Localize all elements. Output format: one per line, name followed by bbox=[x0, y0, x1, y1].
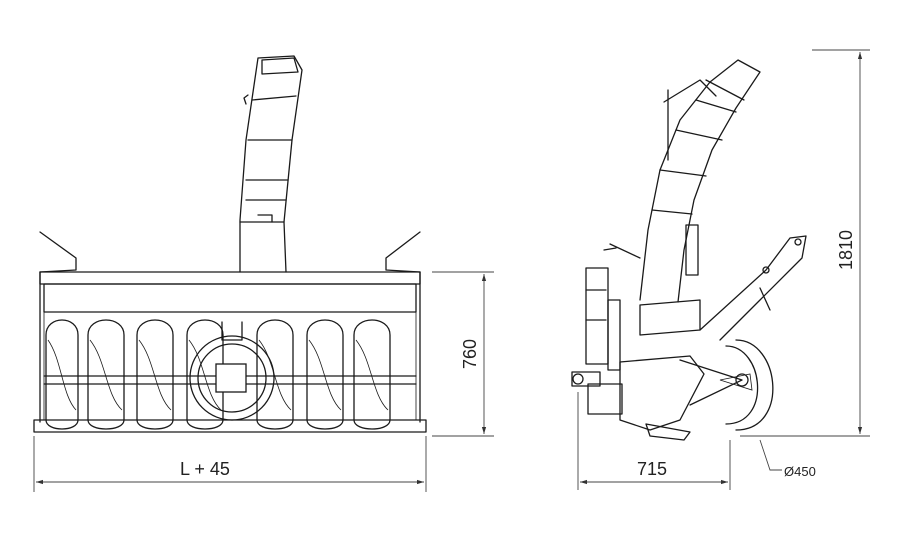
side-chute bbox=[603, 59, 761, 303]
front-housing bbox=[33, 231, 427, 433]
auger-flight bbox=[306, 319, 344, 430]
side-depth-label: 715 bbox=[637, 459, 667, 479]
auger-flight bbox=[353, 319, 391, 430]
front-chute bbox=[239, 55, 303, 273]
side-frame bbox=[571, 267, 705, 441]
side-wheel bbox=[679, 339, 774, 431]
impeller bbox=[189, 321, 275, 421]
auger-flight bbox=[45, 319, 79, 430]
front-augers bbox=[43, 319, 417, 430]
auger-flight bbox=[256, 319, 294, 430]
wheel-diameter-label: Ø450 bbox=[784, 464, 816, 479]
dimension-lines bbox=[33, 49, 870, 492]
side-view bbox=[571, 59, 807, 441]
front-height-label: 760 bbox=[460, 339, 480, 369]
auger-flight bbox=[136, 319, 174, 430]
width-dimension-label: L + 45 bbox=[180, 459, 230, 479]
total-height-label: 1810 bbox=[836, 230, 856, 270]
auger-flight bbox=[87, 319, 125, 430]
support-arm bbox=[699, 235, 807, 341]
front-view bbox=[33, 55, 427, 433]
